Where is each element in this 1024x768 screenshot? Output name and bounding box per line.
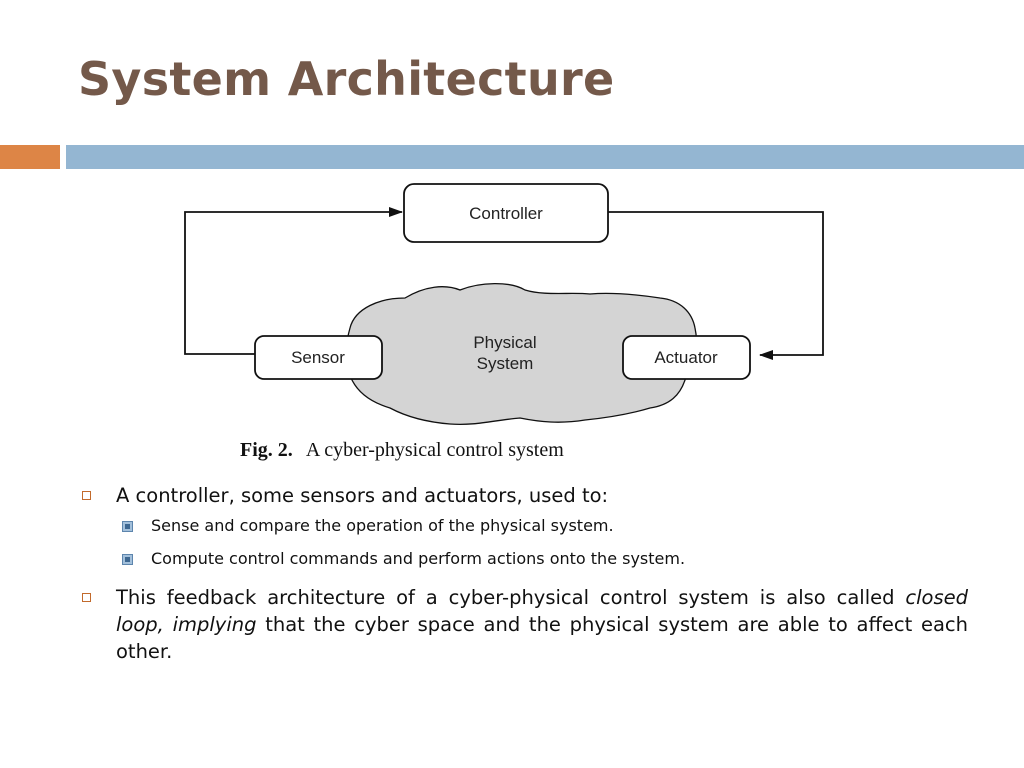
sub-bullet-item: Sense and compare the operation of the p…	[78, 515, 968, 537]
controller-label: Controller	[469, 204, 543, 223]
figure-caption-text: A cyber-physical control system	[306, 439, 564, 461]
square-bullet-icon	[82, 593, 91, 602]
control-loop-diagram: Controller Sensor Actuator Physical Syst…	[184, 183, 824, 461]
figure-caption-label: Fig. 2.	[240, 439, 293, 461]
bullet-text: A controller, some sensors and actuators…	[116, 484, 609, 507]
bullet-text-part2: that the cyber space and the physical sy…	[116, 613, 968, 663]
filled-square-bullet-icon	[122, 554, 133, 565]
bullet-item: A controller, some sensors and actuators…	[78, 482, 968, 509]
sub-bullet-text: Compute control commands and perform act…	[151, 549, 686, 568]
bullet-list: A controller, some sensors and actuators…	[78, 482, 968, 671]
accent-bar-orange	[0, 145, 60, 169]
sensor-label: Sensor	[291, 348, 345, 367]
figure-caption: Fig. 2. A cyber-physical control system	[240, 439, 564, 461]
sensor-box: Sensor	[254, 335, 383, 380]
sensor-to-controller-line	[184, 207, 403, 355]
controller-box: Controller	[403, 183, 609, 243]
bullet-text-italic: closed loop, implying	[116, 586, 968, 636]
actuator-box: Actuator	[622, 335, 751, 380]
sub-bullet-item: Compute control commands and perform act…	[78, 548, 968, 570]
controller-to-actuator-line	[608, 211, 824, 360]
filled-square-bullet-icon	[122, 521, 133, 532]
physical-system-label-line2: System	[477, 354, 534, 373]
accent-bar-blue	[66, 145, 1024, 169]
actuator-label: Actuator	[654, 348, 718, 367]
control-system-figure: Controller Sensor Actuator Physical Syst…	[180, 180, 830, 470]
bullet-text-part1: This feedback architecture of a cyber-ph…	[116, 586, 906, 609]
physical-system-cloud	[345, 283, 697, 426]
sub-bullet-text: Sense and compare the operation of the p…	[151, 516, 614, 535]
physical-system-label-line1: Physical	[473, 333, 536, 352]
square-bullet-icon	[82, 491, 91, 500]
bullet-item: This feedback architecture of a cyber-ph…	[78, 584, 968, 665]
slide-title: System Architecture	[78, 52, 615, 106]
